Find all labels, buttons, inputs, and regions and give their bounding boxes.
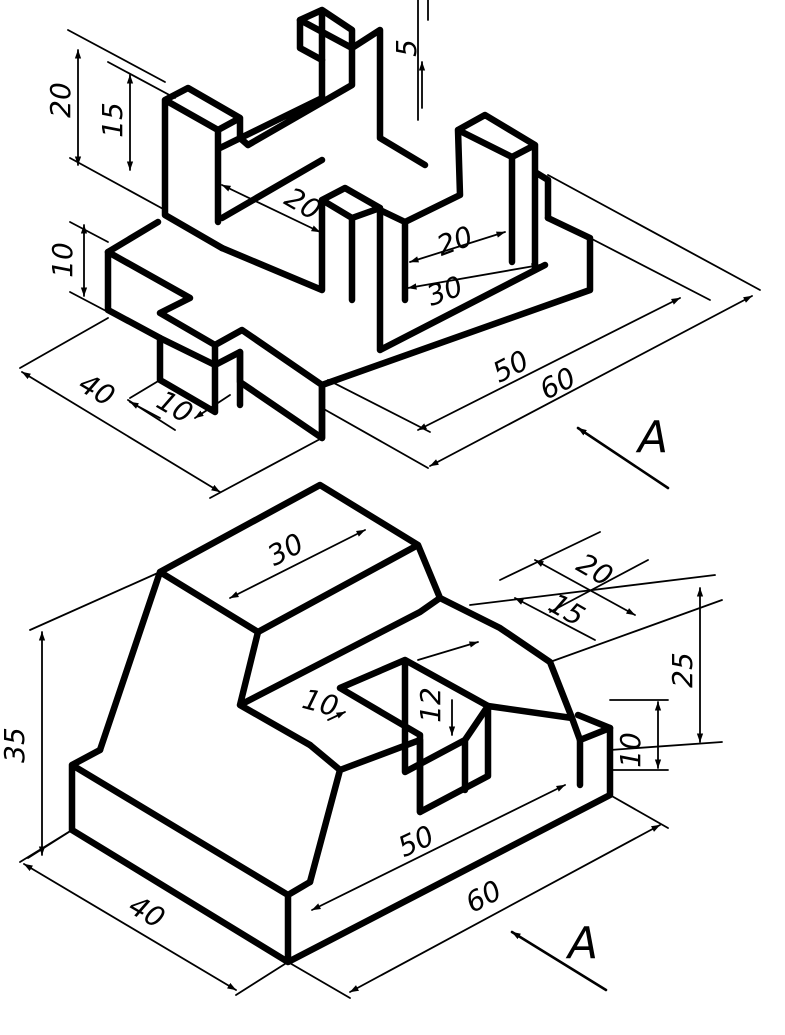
bottom-dim-10-height: 10 [614, 732, 647, 768]
bottom-dim-60-length: 60 [460, 874, 507, 920]
top-view-label: A [635, 412, 668, 463]
top-dim-5-height: 5 [390, 39, 423, 57]
bottom-base-right [576, 724, 614, 789]
bottom-dim-12-depth: 12 [414, 687, 447, 723]
top-dimension-lines [19, 0, 761, 499]
bottom-inner-edge [306, 741, 344, 774]
top-base-inner-edges [156, 334, 244, 409]
bottom-isometric-part: 30 20 15 35 25 10 10 12 50 60 40 A [0, 481, 723, 999]
bottom-dim-25-height: 25 [666, 652, 699, 688]
top-dim-20-gap: 20 [432, 219, 477, 262]
bottom-dim-35-height: 35 [0, 727, 31, 763]
top-dim-20-height: 20 [44, 82, 77, 118]
top-dim-10-height: 10 [46, 242, 79, 278]
bottom-view-arrow [510, 930, 608, 992]
top-right-pillar [376, 111, 552, 304]
bottom-front-step [236, 594, 444, 749]
top-isometric-part: 20 15 5 10 20 20 30 50 60 40 10 A [19, 0, 761, 499]
top-base-top-face [104, 218, 326, 389]
bottom-slot [336, 656, 492, 816]
top-view-arrow [576, 426, 670, 490]
bottom-view-label: A [565, 918, 598, 969]
bottom-dim-30-top: 30 [262, 527, 309, 573]
top-dim-15-height: 15 [96, 102, 129, 138]
bottom-left-face [306, 702, 576, 886]
top-dim-40-width: 40 [73, 367, 120, 413]
top-dim-50-length: 50 [487, 344, 534, 390]
top-left-pillar [161, 16, 356, 252]
top-back-block [296, 6, 429, 169]
bottom-dimension-lines [19, 529, 723, 999]
top-dim-10-tab: 10 [151, 384, 198, 430]
bottom-dim-50-length: 50 [393, 819, 439, 864]
bottom-dim-20-slot: 20 [571, 547, 618, 593]
